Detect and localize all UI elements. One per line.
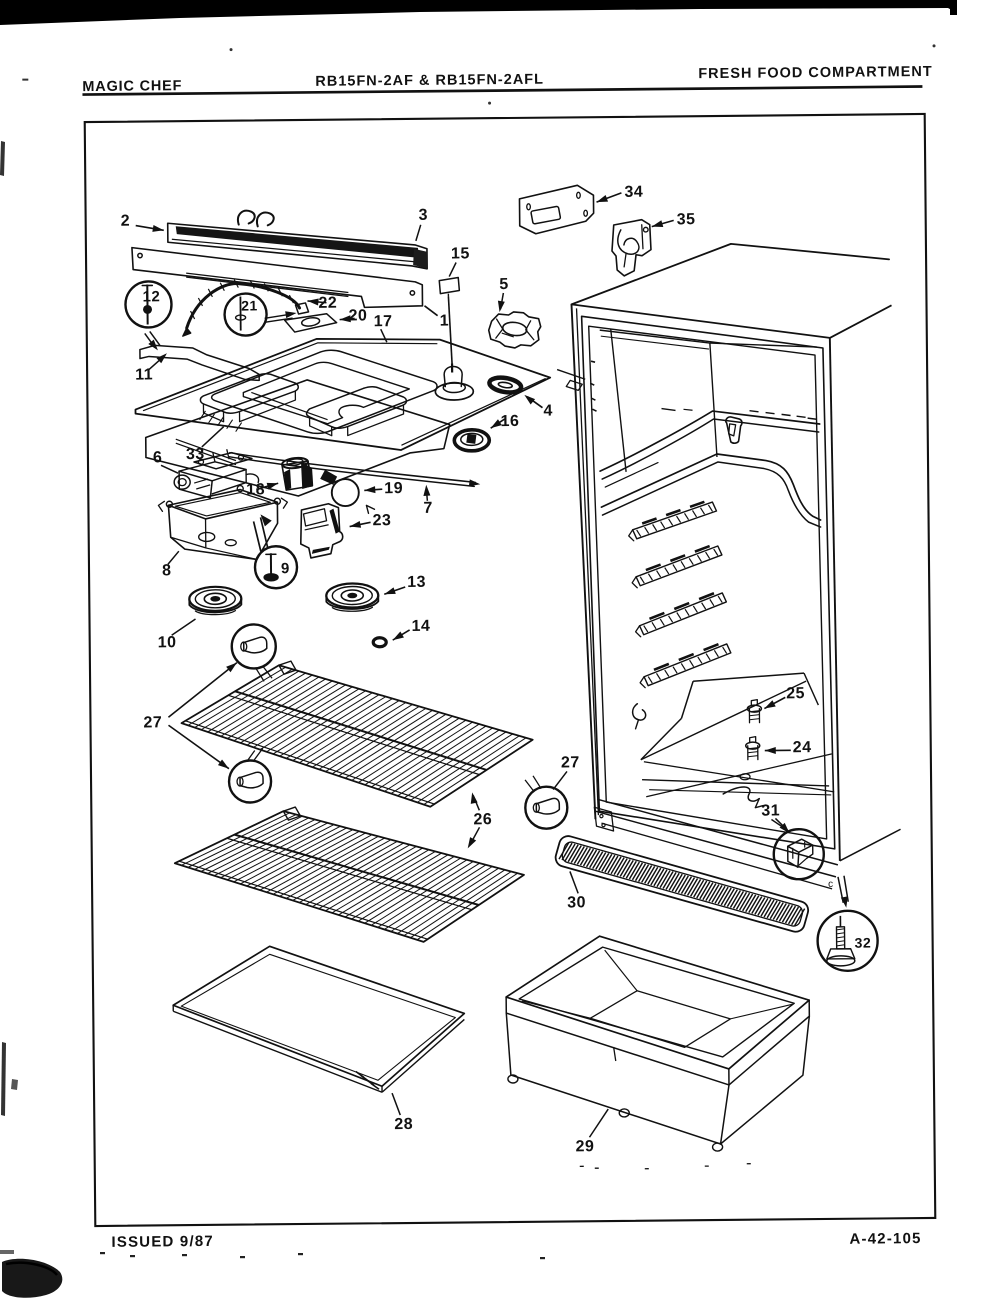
svg-text:13: 13 [407, 574, 426, 591]
svg-text:18: 18 [246, 481, 265, 498]
svg-text:28: 28 [394, 1116, 413, 1133]
svg-text:4: 4 [543, 403, 553, 420]
svg-text:6: 6 [153, 449, 163, 466]
svg-text:20: 20 [349, 307, 368, 324]
svg-text:21: 21 [241, 297, 258, 313]
svg-text:14: 14 [411, 618, 430, 635]
svg-text:17: 17 [374, 313, 393, 330]
svg-text:19: 19 [384, 480, 403, 497]
svg-text:22: 22 [318, 295, 337, 312]
svg-text:c: c [828, 879, 834, 890]
svg-text:A-42-105: A-42-105 [849, 1230, 921, 1248]
svg-text:10: 10 [158, 634, 177, 651]
svg-text:1: 1 [440, 313, 450, 330]
svg-text:5: 5 [499, 276, 509, 293]
svg-text:23: 23 [372, 512, 391, 529]
svg-text:27: 27 [561, 754, 580, 771]
svg-text:11: 11 [135, 366, 153, 383]
svg-text:30: 30 [567, 894, 586, 911]
svg-text:32: 32 [855, 935, 872, 951]
svg-text:24: 24 [793, 739, 812, 756]
svg-text:16: 16 [501, 413, 520, 430]
svg-text:26: 26 [473, 811, 492, 828]
svg-text:ISSUED 9/87: ISSUED 9/87 [111, 1233, 214, 1251]
svg-text:31: 31 [761, 802, 780, 819]
svg-text:12: 12 [142, 288, 160, 305]
svg-text:MAGIC CHEF: MAGIC CHEF [82, 78, 182, 95]
svg-text:7: 7 [423, 500, 433, 517]
svg-text:3: 3 [419, 207, 429, 224]
svg-text:33: 33 [186, 446, 205, 463]
svg-text:8: 8 [162, 562, 172, 579]
svg-text:15: 15 [451, 245, 470, 262]
svg-text:34: 34 [624, 184, 643, 201]
svg-text:35: 35 [677, 211, 696, 228]
svg-text:9: 9 [281, 560, 290, 577]
svg-text:2: 2 [121, 213, 131, 230]
svg-text:25: 25 [786, 685, 805, 702]
svg-text:RB15FN-2AF & RB15FN-2AFL: RB15FN-2AF & RB15FN-2AFL [315, 72, 544, 90]
svg-text:29: 29 [575, 1138, 594, 1155]
svg-text:FRESH FOOD COMPARTMENT: FRESH FOOD COMPARTMENT [698, 64, 933, 82]
svg-text:27: 27 [143, 714, 162, 731]
